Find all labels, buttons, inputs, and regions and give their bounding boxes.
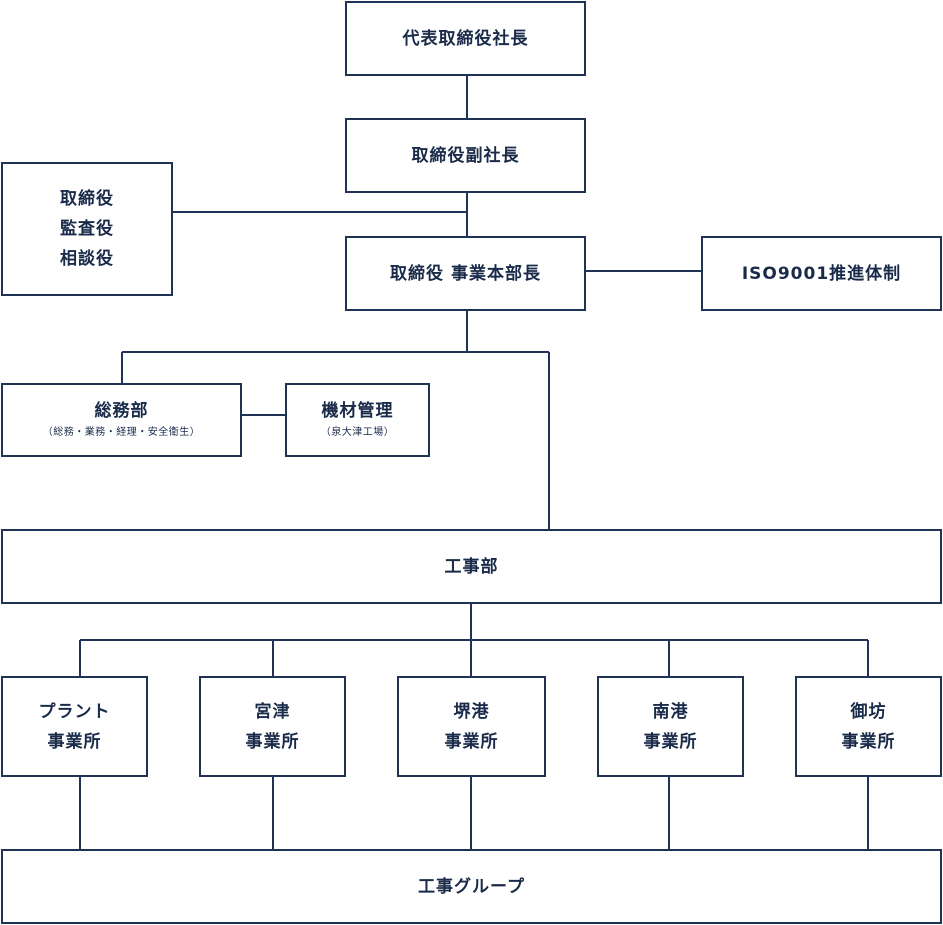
miyatsu-office-label-1: 宮津	[254, 701, 291, 722]
directors-label-2: 監査役	[60, 219, 114, 239]
sakaiko-office-label-1: 堺港	[453, 701, 490, 722]
general-affairs-label: 総務部	[94, 401, 149, 421]
vice-president-label: 取締役副社長	[411, 145, 520, 166]
construction-group-label: 工事グループ	[418, 876, 525, 897]
nanko-office-label-2: 事業所	[643, 731, 698, 752]
general-affairs-sub: （総務・業務・経理・安全衛生）	[42, 427, 201, 438]
construction-label: 工事部	[444, 556, 499, 577]
gobo-office-label-1: 御坊	[850, 701, 887, 722]
miyatsu-office-label-2: 事業所	[245, 731, 300, 752]
general-affairs-box: 総務部 （総務・業務・経理・安全衛生）	[1, 383, 242, 457]
business-head-label: 取締役 事業本部長	[390, 263, 541, 284]
plant-office-label-2: 事業所	[47, 731, 102, 752]
gobo-office-box: 御坊 事業所	[795, 676, 942, 777]
equipment-sub: （泉大津工場）	[320, 427, 395, 438]
gobo-office-label-2: 事業所	[841, 731, 896, 752]
nanko-office-label-1: 南港	[652, 701, 689, 722]
construction-box: 工事部	[1, 529, 942, 604]
equipment-box: 機材管理 （泉大津工場）	[285, 383, 430, 457]
business-head-box: 取締役 事業本部長	[345, 236, 586, 311]
construction-group-box: 工事グループ	[1, 849, 942, 924]
directors-label-3: 相談役	[60, 249, 114, 269]
iso-box: ISO9001推進体制	[701, 236, 942, 311]
equipment-label: 機材管理	[321, 401, 394, 421]
vice-president-box: 取締役副社長	[345, 118, 586, 193]
sakaiko-office-label-2: 事業所	[444, 731, 499, 752]
directors-box: 取締役 監査役 相談役	[1, 162, 173, 296]
plant-office-label-1: プラント	[38, 701, 111, 722]
president-label: 代表取締役社長	[402, 28, 529, 49]
iso-label: ISO9001推進体制	[741, 263, 902, 284]
nanko-office-box: 南港 事業所	[597, 676, 744, 777]
directors-label-1: 取締役	[60, 189, 114, 209]
miyatsu-office-box: 宮津 事業所	[199, 676, 346, 777]
plant-office-box: プラント 事業所	[1, 676, 148, 777]
president-box: 代表取締役社長	[345, 1, 586, 76]
sakaiko-office-box: 堺港 事業所	[397, 676, 546, 777]
